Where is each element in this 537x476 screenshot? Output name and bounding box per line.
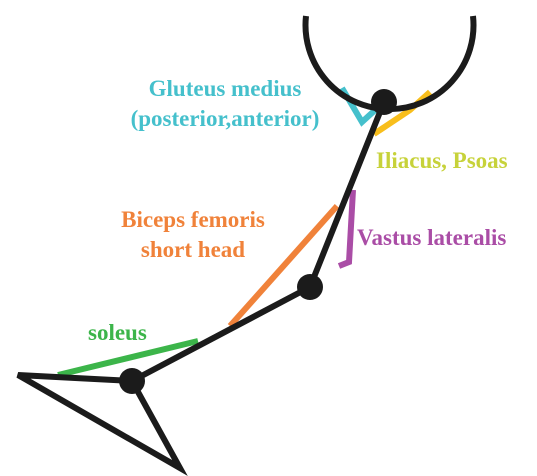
biceps-femoris-label: Biceps femoris short head xyxy=(102,205,284,265)
foot-triangle xyxy=(18,375,180,468)
gluteus-medius-label: Gluteus medius (posterior,anterior) xyxy=(112,74,338,134)
iliacus-psoas-label: Iliacus, Psoas xyxy=(376,146,508,176)
biceps-femoris-label-line2: short head xyxy=(102,235,284,265)
hip-joint xyxy=(371,89,397,115)
gluteus-medius-label-line2: (posterior,anterior) xyxy=(112,104,338,134)
vastus-lateralis-label: Vastus lateralis xyxy=(357,223,506,253)
knee-joint xyxy=(297,274,323,300)
soleus-label: soleus xyxy=(88,318,147,348)
biceps-femoris-label-line1: Biceps femoris xyxy=(102,205,284,235)
ankle-joint xyxy=(119,368,145,394)
shank-segment xyxy=(132,287,310,381)
gluteus-medius-label-line1: Gluteus medius xyxy=(112,74,338,104)
